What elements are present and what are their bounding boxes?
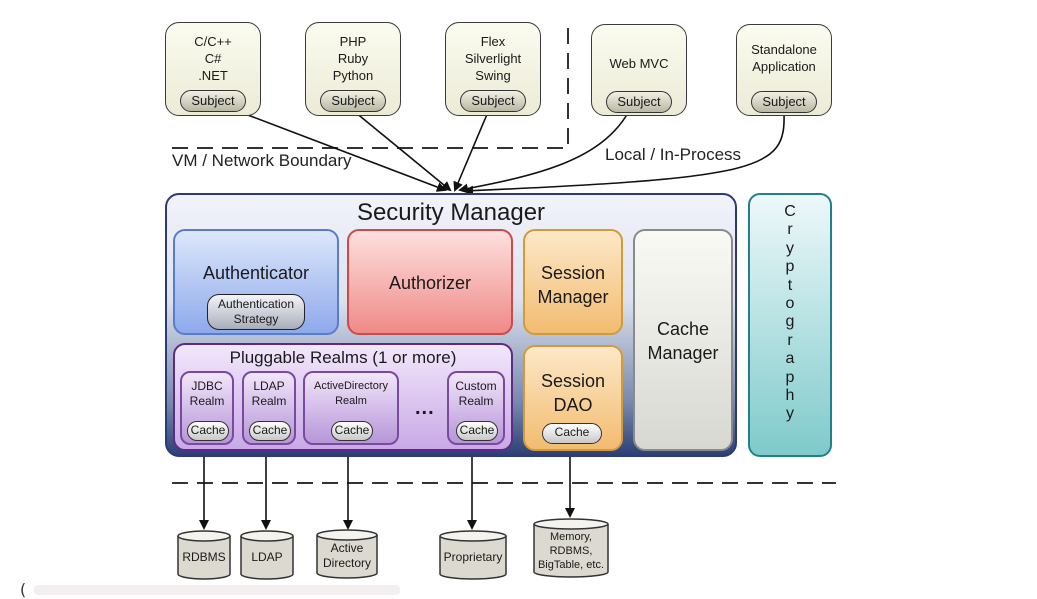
arrow-client-5 [463, 112, 785, 196]
cylinder-icon [240, 530, 294, 580]
subject-pill: Subject [751, 91, 817, 113]
vm-network-boundary-label: VM / Network Boundary [172, 151, 352, 170]
subject-pill: Subject [460, 90, 526, 112]
pluggable-realms-title: Pluggable Realms (1 or more) [229, 348, 457, 367]
cryptography: C r y p t o g r a p h y [748, 193, 832, 457]
session-manager: Session Manager [523, 229, 623, 335]
code-highlight [34, 585, 400, 595]
client-label: Web MVC [609, 56, 669, 71]
realm-custom: Custom Realm Cache [447, 371, 505, 445]
client-box: PHP Ruby Python Subject [305, 22, 401, 116]
cylinder-icon [439, 530, 507, 580]
subject-pill: Subject [606, 91, 672, 113]
realm-label: LDAP Realm [251, 379, 287, 408]
realm-label: Custom Realm [455, 379, 497, 408]
client-box: Flex Silverlight Swing Subject [445, 22, 541, 116]
client-label: Standalone Application [751, 42, 817, 74]
realm-jdbc: JDBC Realm Cache [180, 371, 234, 445]
client-label: PHP Ruby Python [332, 34, 374, 83]
arrow-client-2 [354, 111, 452, 192]
subject-pill: Subject [180, 90, 246, 112]
datastore-ldap: LDAP [240, 530, 294, 580]
security-manager-title: Security Manager [356, 199, 546, 226]
cache-pill: Cache [542, 423, 602, 444]
datastore-label: Proprietary [443, 550, 503, 564]
realm-ldap: LDAP Realm Cache [242, 371, 296, 445]
cylinder-icon [316, 529, 378, 579]
pluggable-realms: Pluggable Realms (1 or more) JDBC Realm … [173, 343, 513, 451]
session-dao-label: Session DAO [540, 371, 606, 415]
authorizer: Authorizer [347, 229, 513, 335]
cache-manager: Cache Manager [633, 229, 733, 451]
local-in-process-label: Local / In-Process [605, 145, 742, 164]
authenticator: Authenticator Authentication Strategy [173, 229, 339, 335]
datastore-active-directory: Active Directory [316, 529, 378, 579]
cryptography-label: C r y p t o g r a p h y [784, 203, 796, 423]
security-manager: Security Manager Authenticator Authentic… [165, 193, 737, 457]
arrow-client-4 [458, 112, 629, 194]
cache-pill: Cache [331, 421, 373, 441]
cylinder-icon [533, 518, 609, 578]
client-label: Flex Silverlight Swing [464, 34, 522, 83]
realm-label: ActiveDirectory Realm [314, 380, 388, 407]
client-label: C/C++ C# .NET [194, 34, 232, 83]
client-box: C/C++ C# .NET Subject [165, 22, 261, 116]
datastore-proprietary: Proprietary [439, 530, 507, 580]
realms-ellipsis: ... [415, 397, 435, 419]
authenticator-label: Authenticator [202, 263, 310, 283]
realm-label: JDBC Realm [189, 379, 225, 408]
realm-active-directory: ActiveDirectory Realm Cache [303, 371, 399, 445]
cache-pill: Cache [249, 421, 291, 441]
datastore-rdbms: RDBMS [177, 530, 231, 580]
session-manager-label: Session Manager [537, 263, 609, 307]
cache-pill: Cache [187, 421, 229, 441]
datastore-label: Active Directory [322, 541, 371, 570]
cache-pill: Cache [456, 421, 498, 441]
cropped-code-snippet: ( [0, 580, 420, 599]
client-box: Standalone Application Subject [736, 24, 832, 116]
arrow-client-1 [239, 111, 447, 192]
authorizer-label: Authorizer [388, 273, 472, 293]
datastore-label: Memory, RDBMS, BigTable, etc. [537, 531, 605, 571]
datastore-label: RDBMS [182, 550, 226, 564]
cache-manager-label: Cache Manager [647, 319, 719, 363]
arrow-client-3 [453, 111, 489, 192]
datastore-label: LDAP [251, 550, 283, 564]
client-box: Web MVC Subject [591, 24, 687, 116]
session-dao: Session DAO Cache [523, 345, 623, 451]
code-paren: ( [18, 580, 28, 599]
cylinder-icon [177, 530, 231, 580]
authentication-strategy-pill: Authentication Strategy [207, 294, 305, 330]
datastore-session-store: Memory, RDBMS, BigTable, etc. [533, 518, 609, 578]
vm-network-boundary-line [172, 22, 569, 149]
subject-pill: Subject [320, 90, 386, 112]
